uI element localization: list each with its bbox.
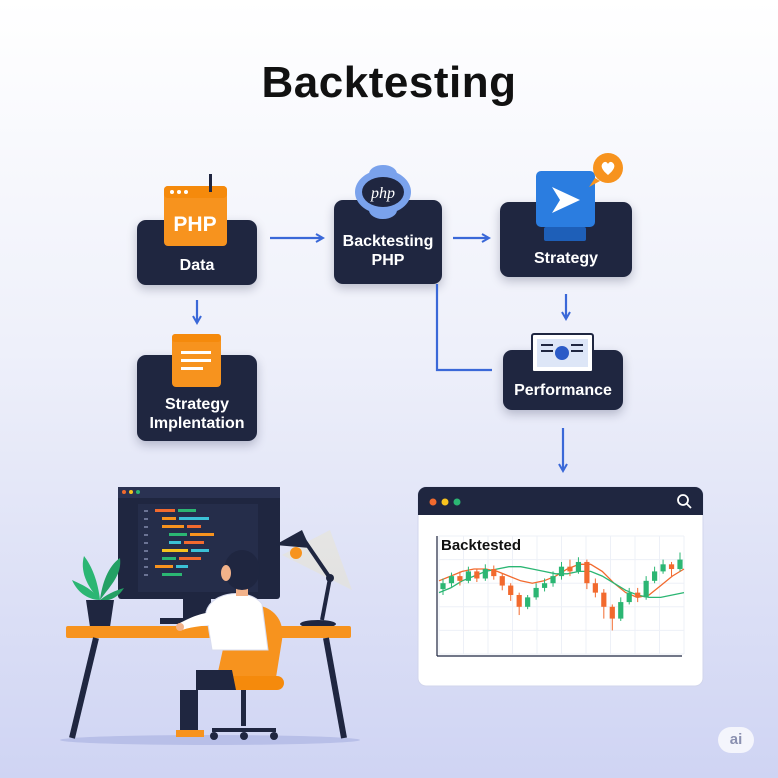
play-app-icon (536, 171, 595, 241)
php-elephant-icon-text: php (370, 185, 395, 202)
candle-body (499, 576, 505, 586)
candle-body (677, 559, 683, 570)
candle (457, 571, 463, 586)
candle (660, 559, 666, 574)
document-icon (172, 334, 221, 387)
candle-body (643, 580, 649, 598)
node-performance-label: Performance (514, 382, 612, 399)
candle-body (601, 592, 607, 607)
candle-body (525, 597, 531, 607)
candle (609, 604, 615, 631)
candle (516, 592, 522, 616)
candle (668, 561, 675, 577)
chart-candles (440, 552, 683, 631)
candle (652, 566, 658, 584)
candle-body (550, 576, 556, 584)
node-data-label: Data (179, 257, 215, 274)
node-strategy-impl-line2: Implentation (149, 415, 245, 432)
ai-badge: ai (718, 727, 754, 753)
candle (677, 552, 683, 572)
candle (635, 587, 641, 603)
candle-body (668, 564, 675, 570)
candle (575, 557, 582, 574)
candle-body (567, 566, 573, 572)
candle-body (516, 595, 522, 607)
candle-body (626, 592, 632, 603)
plant (72, 556, 124, 627)
candle (567, 559, 573, 577)
desk-lamp (275, 530, 352, 628)
person (176, 550, 269, 737)
candle-body (609, 606, 615, 619)
candle-body (541, 583, 548, 588)
candle (448, 572, 455, 587)
candle-body (474, 571, 480, 579)
chart-title: Backtested (441, 537, 522, 554)
candle (525, 595, 531, 610)
candle-body (592, 583, 598, 593)
candle-body (575, 561, 582, 572)
heart-badge-icon (589, 153, 623, 187)
candle-body (584, 561, 590, 584)
candle (550, 571, 556, 587)
php-window-icon-text: PHP (173, 213, 216, 236)
candle (474, 569, 480, 583)
candle-body (482, 569, 488, 579)
candle (533, 583, 539, 600)
candle-body (491, 569, 497, 577)
candle (592, 578, 598, 598)
candle-body (635, 592, 641, 598)
candle (491, 565, 497, 580)
candle-body (508, 585, 514, 595)
node-strategy-implementation[interactable]: Strategy Implentation (137, 355, 257, 441)
candle (465, 566, 471, 584)
candle (626, 587, 632, 605)
node-backtesting-php-line2: PHP (371, 252, 405, 269)
chart-window[interactable] (417, 486, 704, 687)
node-strategy-label: Strategy (533, 250, 599, 267)
connector-backtesting-performance (435, 284, 492, 372)
node-backtesting-php-line1: Backtesting (342, 233, 434, 250)
candle-body (660, 564, 666, 572)
desk-illustration (60, 487, 360, 745)
candle-body (618, 602, 624, 619)
candle-body (533, 587, 539, 598)
php-elephant-icon: php (355, 165, 411, 219)
certificate-icon (531, 333, 594, 373)
window-close-dot[interactable] (429, 498, 437, 506)
candle-body (652, 571, 658, 581)
candle (508, 583, 514, 601)
candle (541, 578, 548, 592)
flow-arrows (197, 238, 566, 470)
candle-body (465, 571, 471, 581)
candle (601, 589, 607, 619)
candle (482, 564, 488, 581)
candle (584, 559, 590, 590)
search-icon[interactable] (677, 494, 692, 509)
candle (618, 597, 624, 621)
window-minimize-dot[interactable] (441, 498, 449, 506)
code-lines (144, 509, 214, 576)
candle-body (440, 583, 446, 590)
candle-body (457, 576, 463, 581)
candle-body (448, 576, 455, 584)
page-title: Backtesting (261, 58, 517, 107)
candle (558, 561, 565, 580)
candle-body (558, 566, 565, 577)
candle (440, 578, 446, 595)
candle (643, 576, 649, 600)
node-strategy-impl-line1: Strategy (164, 396, 229, 413)
php-window-icon: PHP (164, 174, 227, 246)
candle (499, 573, 505, 591)
window-maximize-dot[interactable] (453, 498, 461, 506)
